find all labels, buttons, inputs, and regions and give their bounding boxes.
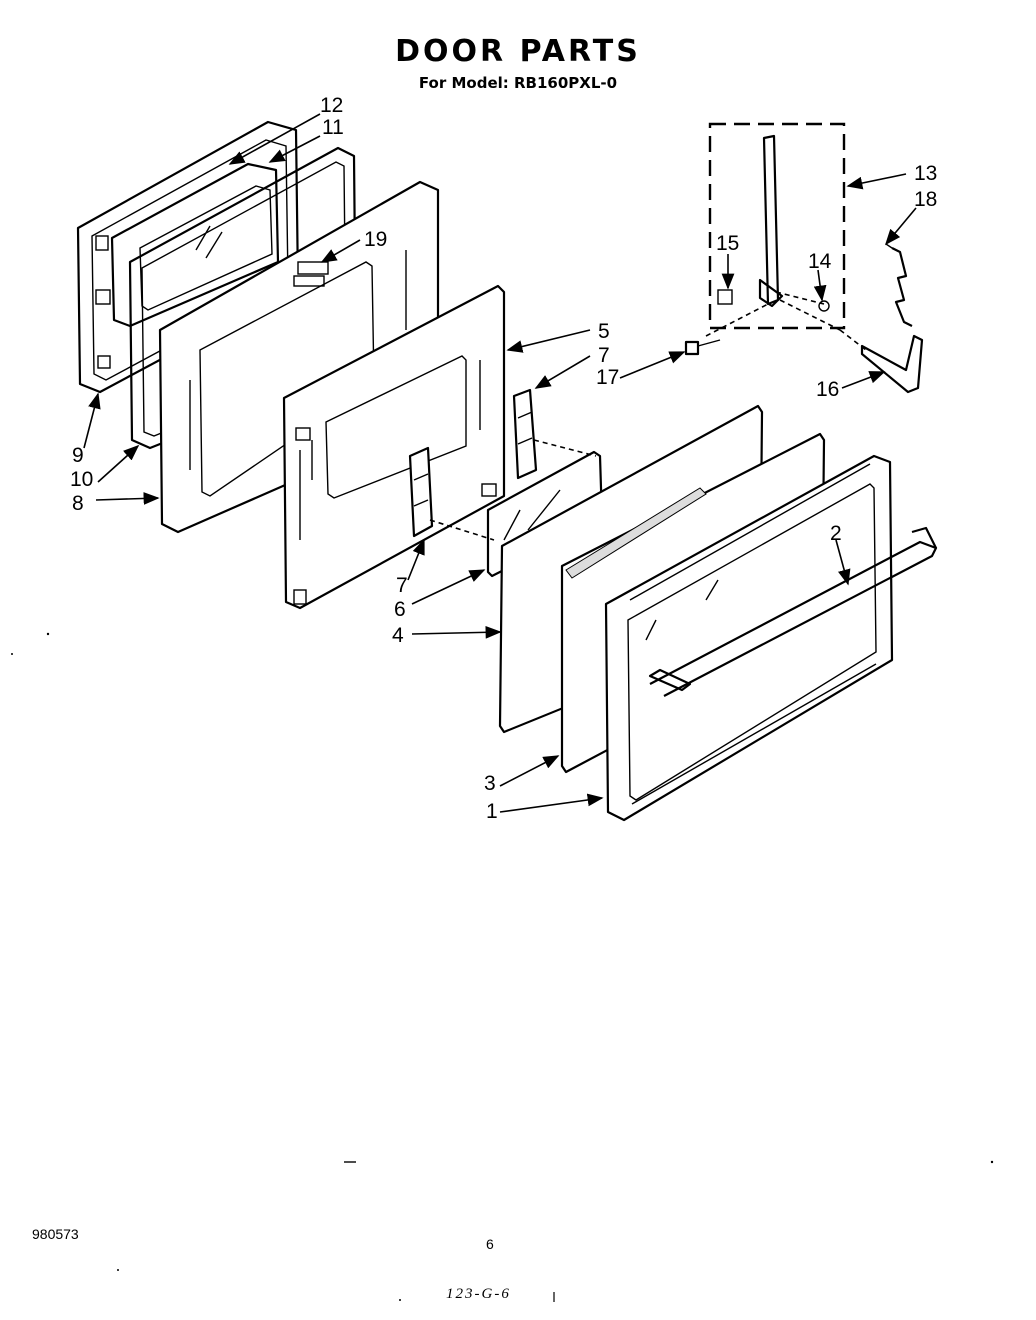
part-18-hinge-spring	[885, 243, 913, 327]
callout-1: 1	[486, 800, 498, 823]
callout-18: 18	[914, 188, 937, 211]
callout-4: 4	[392, 624, 404, 647]
page-title: DOOR PARTS	[395, 34, 641, 69]
part-17-hinge-pin	[684, 303, 769, 356]
callout-10: 10	[70, 468, 93, 491]
callout-6: 6	[394, 598, 406, 621]
callout-5: 5	[598, 320, 610, 343]
page-number: 6	[486, 1236, 494, 1252]
callout-11: 11	[322, 116, 344, 139]
callout-19: 19	[364, 228, 387, 251]
part-16-hinge-lever	[839, 329, 924, 394]
document-number: 980573	[32, 1226, 79, 1242]
callout-13: 13	[914, 162, 937, 185]
callout-2: 2	[830, 522, 842, 545]
callout-17: 17	[596, 366, 619, 389]
part-7-bracket-right	[512, 388, 538, 480]
callout-12: 12	[320, 94, 343, 117]
part-7-bracket-left	[408, 446, 434, 538]
handwritten-note: 123-G-6	[446, 1286, 511, 1302]
callout-16: 16	[816, 378, 839, 401]
callout-3: 3	[484, 772, 496, 795]
callout-14: 14	[808, 250, 832, 273]
callout-8: 8	[72, 492, 84, 515]
part-2-door-handle	[649, 526, 938, 697]
callout-7-right: 7	[598, 344, 610, 367]
part-1-outer-door	[604, 454, 894, 822]
model-subtitle: For Model: RB160PXL-0	[418, 74, 618, 92]
callout-9: 9	[72, 444, 84, 467]
callout-leaders	[83, 113, 917, 813]
part-13-hinge-assembly	[708, 122, 846, 331]
callout-7-left: 7	[396, 574, 408, 597]
part-5-liner-plate	[282, 284, 506, 610]
callout-15: 15	[716, 232, 739, 255]
